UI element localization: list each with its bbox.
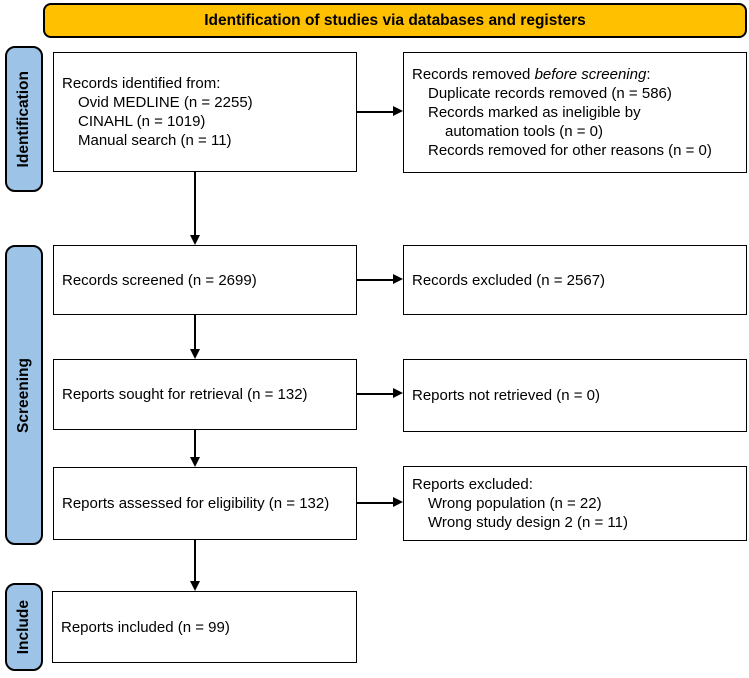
arrowhead-down-icon xyxy=(190,581,200,591)
box-title: Records identified from: xyxy=(62,75,221,92)
arrowhead-down-icon xyxy=(190,235,200,245)
box-item: Manual search (n = 11) xyxy=(78,132,232,149)
banner-label: Identification of studies via databases … xyxy=(204,11,586,29)
box-item: Duplicate records removed (n = 586) xyxy=(428,85,672,102)
box-records-screened: Records screened (n = 2699) xyxy=(53,245,357,315)
box-label: Records screened (n = 2699) xyxy=(62,271,257,289)
arrow-right-identified-to-removed xyxy=(357,111,393,113)
box-item: Records marked as ineligible by xyxy=(428,104,641,121)
box-title: Records removed before screening: xyxy=(412,65,738,84)
box-records-identified: Records identified from: Ovid MEDLINE (n… xyxy=(53,52,357,172)
stage-identification-label: Identification xyxy=(15,70,32,168)
box-label: Records excluded (n = 2567) xyxy=(412,271,606,289)
box-item: Wrong study design 2 (n = 11) xyxy=(428,514,628,531)
box-label: Reports assessed for eligibility (n = 13… xyxy=(62,495,330,512)
arrowhead-right-icon xyxy=(393,274,403,284)
title-italic: before screening xyxy=(534,66,647,83)
arrow-down-assessed-to-included xyxy=(194,540,196,581)
box-item-continuation: automation tools (n = 0) xyxy=(445,123,604,140)
arrow-down-screened-to-sought xyxy=(194,315,196,349)
arrow-down-identified-to-screened xyxy=(194,172,196,235)
box-item: Wrong population (n = 22) xyxy=(428,495,602,512)
arrowhead-right-icon xyxy=(393,388,403,398)
box-item: Ovid MEDLINE (n = 2255) xyxy=(78,94,253,111)
box-reports-not-retrieved: Reports not retrieved (n = 0) xyxy=(403,359,747,432)
stage-include: Include xyxy=(5,583,43,671)
stage-identification: Identification xyxy=(5,46,43,192)
arrowhead-down-icon xyxy=(190,457,200,467)
box-title: Reports excluded: xyxy=(412,476,533,493)
title-prefix: Records removed xyxy=(412,66,535,83)
arrow-right-sought-to-not-retrieved xyxy=(357,393,393,395)
box-reports-assessed: Reports assessed for eligibility (n = 13… xyxy=(53,467,357,540)
box-records-excluded: Records excluded (n = 2567) xyxy=(403,245,747,315)
stage-include-label: Include xyxy=(15,599,32,655)
box-records-removed: Records removed before screening: Duplic… xyxy=(403,52,747,173)
arrowhead-right-icon xyxy=(393,106,403,116)
arrow-right-screened-to-excluded xyxy=(357,279,393,281)
stage-screening-label: Screening xyxy=(15,357,32,433)
box-item: Records removed for other reasons (n = 0… xyxy=(428,142,712,159)
box-label: Reports sought for retrieval (n = 132) xyxy=(62,386,308,403)
arrow-right-assessed-to-reports-excluded xyxy=(357,502,393,504)
arrowhead-down-icon xyxy=(190,349,200,359)
box-label: Reports not retrieved (n = 0) xyxy=(412,387,601,404)
title-suffix: : xyxy=(646,66,651,83)
box-reports-sought: Reports sought for retrieval (n = 132) xyxy=(53,359,357,430)
box-item: CINAHL (n = 1019) xyxy=(78,113,206,130)
box-reports-included: Reports included (n = 99) xyxy=(52,591,357,663)
arrow-down-sought-to-assessed xyxy=(194,430,196,457)
banner-databases-registers: Identification of studies via databases … xyxy=(43,3,747,38)
stage-screening: Screening xyxy=(5,245,43,545)
box-reports-excluded: Reports excluded: Wrong population (n = … xyxy=(403,466,747,541)
arrowhead-right-icon xyxy=(393,497,403,507)
box-label: Reports included (n = 99) xyxy=(61,618,230,636)
